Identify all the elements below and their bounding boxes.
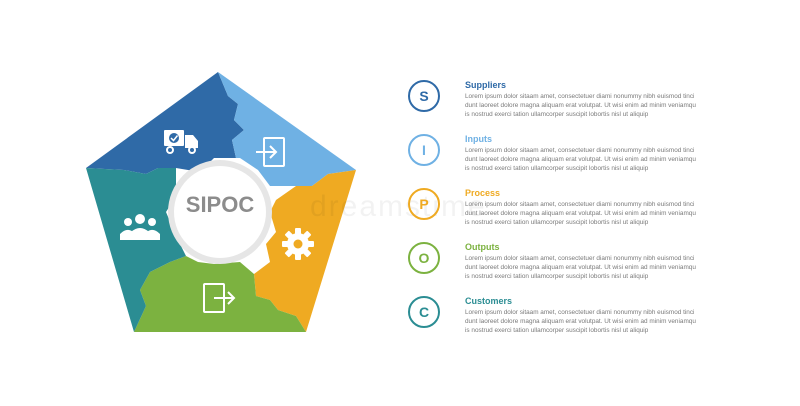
center-circle [174, 166, 266, 258]
legend-description: Lorem ipsum dolor sitaam amet, consectet… [465, 309, 696, 334]
legend-title: Outputs [465, 242, 500, 252]
legend-description: Lorem ipsum dolor sitaam amet, consectet… [465, 93, 696, 118]
legend-description: Lorem ipsum dolor sitaam amet, consectet… [465, 255, 696, 280]
login-door-icon [256, 137, 285, 167]
letter-badge: P [408, 188, 440, 220]
legend-item-inputs: I Inputs Lorem ipsum dolor sitaam amet, … [408, 134, 748, 184]
letter-badge: S [408, 80, 440, 112]
suppliers-segment [86, 72, 244, 174]
watermark: dreamstime [310, 190, 487, 223]
delivery-truck-icon [164, 130, 198, 154]
legend-item-process: P Process Lorem ipsum dolor sitaam amet,… [408, 188, 748, 238]
customers-segment [86, 168, 186, 332]
legend-item-outputs: O Outputs Lorem ipsum dolor sitaam amet,… [408, 242, 748, 292]
legend-title: Suppliers [465, 80, 507, 90]
legend-item-customers: C Customers Lorem ipsum dolor sitaam ame… [408, 296, 748, 346]
legend-description: Lorem ipsum dolor sitaam amet, consectet… [465, 201, 696, 226]
outputs-segment [134, 256, 306, 332]
legend-description: Lorem ipsum dolor sitaam amet, consectet… [465, 147, 696, 172]
legend-title: Inputs [465, 134, 492, 144]
legend-title: Customers [465, 296, 513, 306]
letter-badge: O [408, 242, 440, 274]
gear-icon [282, 228, 314, 260]
inputs-segment [218, 72, 356, 186]
letter-badge: I [408, 134, 440, 166]
legend-item-suppliers: S Suppliers Lorem ipsum dolor sitaam ame… [408, 80, 748, 130]
center-label: SIPOC [185, 192, 255, 217]
letter-badge: C [408, 296, 440, 328]
logout-door-icon [203, 283, 236, 313]
users-group-icon [120, 214, 160, 240]
legend-title: Process [465, 188, 501, 198]
